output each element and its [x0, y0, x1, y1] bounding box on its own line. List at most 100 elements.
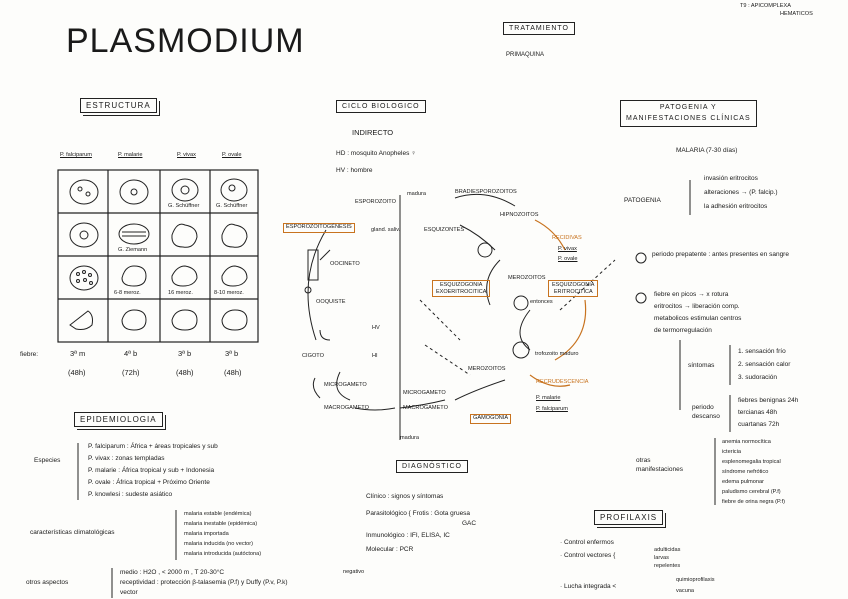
cell-label-vivax-r3: 16 meroz. [168, 290, 193, 296]
horas-ovale: (48h) [224, 368, 242, 377]
label-hipnozoitos: HIPNOZOITOS [500, 212, 539, 218]
patogenia-fiebre-4: de termorregulación [654, 327, 712, 334]
label-povale: P. ovale [558, 256, 578, 262]
profilaxis-3: adulticidas [654, 547, 681, 553]
ciclo-hd: HD : mosquito Anopheles ♀ [336, 150, 417, 157]
otras-item-5: edema pulmonar [722, 479, 764, 485]
especie-1: P. falciparum : África + áreas tropicale… [88, 443, 218, 450]
label-pfalciparum: P. falciparum [536, 406, 568, 412]
label-pmalarie: P. malarie [536, 395, 561, 401]
label-cigoto-moscas: OOCINETO [330, 261, 360, 267]
especie-2: P. vivax : zonas templadas [88, 455, 165, 462]
cell-label-vivax-r1: G. Schüffner [168, 203, 200, 209]
label-pvivax: P. vivax [558, 246, 577, 252]
patogenia-fiebre-1: fiebre en picos → x rotura [654, 291, 729, 298]
patogenia-item-2: alteraciones → (P. falcip.) [704, 189, 778, 196]
label-merozoitos: MEROZOITOS [508, 275, 546, 281]
diagnostico-1: Clínico : signos y síntomas [366, 493, 444, 500]
otras-item-7: fiebre de orina negra (P.f) [722, 499, 786, 505]
label-macrogametocito: MACROGAMETO [403, 405, 448, 411]
clima-5: malaria introducida (autóctona) [184, 551, 262, 557]
clima-2: malaria inestable (epidémica) [184, 521, 258, 527]
horas-malarie: (72h) [122, 368, 140, 377]
fiebre-malarie: 4ª b [124, 349, 138, 358]
diagnostico-heading: DIAGNÓSTICO [396, 460, 469, 473]
label-esporozoitogenesis: ESPOROZOITOGÉNESIS [283, 223, 355, 233]
estructura-heading: ESTRUCTURA [80, 98, 157, 113]
label-ooquiste: OOQUISTE [316, 299, 346, 305]
ciclo-hv: HV : hombre [336, 167, 373, 174]
otras-item-2: ictericia [722, 449, 741, 455]
ciclo-heading: CICLO BIOLOGICO [336, 100, 426, 113]
profilaxis-heading: PROFILAXIS [594, 510, 664, 525]
otras-label-1: otras [636, 457, 651, 464]
profilaxis-8: vacuna [676, 588, 695, 594]
col-header-ovale: P. ovale [222, 152, 242, 158]
label-madura: madura [407, 191, 426, 197]
diagnostico-3: GAC [462, 520, 477, 527]
label-merozoitos2: MEROZOITOS [468, 366, 506, 372]
top-right-note-1: T9 : APICOMPLEXA [740, 3, 791, 9]
profilaxis-2: · Control vectores { [560, 552, 616, 559]
cell-label-malarie-r2: G. Ziemann [118, 247, 148, 253]
label-hi: HI [372, 353, 378, 359]
otros-2: receptividad : protección β-talasemia (P… [120, 579, 288, 586]
profilaxis-5: repelentes [654, 563, 681, 569]
fiebre-ovale: 3ª b [225, 349, 239, 358]
descanso-item-2: tercianas 48h [738, 409, 778, 416]
otros-extra: negativo [343, 569, 365, 575]
sintomas-label: síntomas [688, 362, 715, 369]
label-microgameto: MICROGAMETO [324, 382, 367, 388]
tratamiento-text: PRIMAQUINA [506, 52, 545, 58]
especie-3: P. malarie : África tropical y sub + Ind… [88, 467, 215, 474]
cell-label-ovale-r3: 8-10 meroz. [214, 290, 244, 296]
horas-falciparum: (48h) [68, 368, 86, 377]
clima-1: malaria estable (endémica) [184, 511, 252, 517]
col-header-malarie: P. malarie [118, 152, 143, 158]
otras-item-1: anemia normocítica [722, 439, 771, 445]
label-microgametocito: MICROGAMETO [403, 390, 446, 396]
clima-3: malaria importada [184, 531, 229, 537]
patogenia-item-1: invasión eritrocitos [704, 175, 758, 182]
diagnostico-4: Inmunológico : IFI, ELISA, IC [366, 532, 450, 539]
label-hv: HV [372, 325, 380, 331]
profilaxis-6: · Lucha integrada < [560, 583, 617, 590]
patogenia-heading-1: PATOGENIA Y [659, 104, 717, 111]
label-esquizontes: ESQUIZONTES [424, 227, 465, 233]
profilaxis-7: quimioprofilaxis [676, 577, 715, 583]
diagnostico-5: Molecular : PCR [366, 546, 414, 553]
label-recrudescencia: RECRUDESCENCIA [536, 379, 589, 385]
horas-vivax: (48h) [176, 368, 194, 377]
label-macrogameto: MACROGAMETO [324, 405, 369, 411]
especies-label: Especies [34, 457, 61, 464]
label-glandulas: gland. saliv. [371, 227, 401, 233]
periodo-descanso-1: periodo [692, 404, 714, 411]
cell-label-malarie-r3: 6-8 meroz. [114, 290, 141, 296]
fiebre-falciparum: 3ª m [70, 349, 86, 358]
otras-label-2: manifestaciones [636, 466, 683, 473]
otras-item-4: síndrome nefrótico [722, 469, 769, 475]
label-gamogonia: GAMOGONIA [470, 414, 512, 424]
patogenia-fiebre-3: metabolicos estimulan centros [654, 315, 742, 322]
profilaxis-4: larvas [654, 555, 669, 561]
otras-item-3: esplenomegalia tropical [722, 459, 781, 465]
col-header-falciparum: P. falciparum [60, 152, 92, 158]
page-title: PLASMODIUM [66, 22, 305, 60]
label-entonces: entonces [530, 299, 553, 305]
label-esporozoito: ESPOROZOITO [355, 199, 396, 205]
patogenia-periodo: periodo prepatente : antes presentes en … [652, 251, 789, 258]
descanso-item-3: cuartanas 72h [738, 421, 780, 428]
patogenia-label: PATOGENIA [624, 197, 661, 204]
label-cigoto: CIGOTO [302, 353, 324, 359]
patogenia-item-3: la adhesión eritrocitos [704, 203, 768, 210]
ciclo-indirecto: INDIRECTO [352, 128, 394, 137]
patogenia-heading: PATOGENIA Y MANIFESTACIONES CLÍNICAS [620, 100, 757, 127]
patogenia-malaria: MALARIA (7-30 días) [676, 147, 738, 154]
periodo-descanso-2: descanso [692, 413, 720, 420]
especie-5: P. knowlesi : sudeste asiático [88, 491, 173, 498]
patogenia-fiebre-2: eritrocitos → liberación comp. [654, 303, 740, 310]
label-recidivas: RECIDIVAS [552, 235, 582, 241]
